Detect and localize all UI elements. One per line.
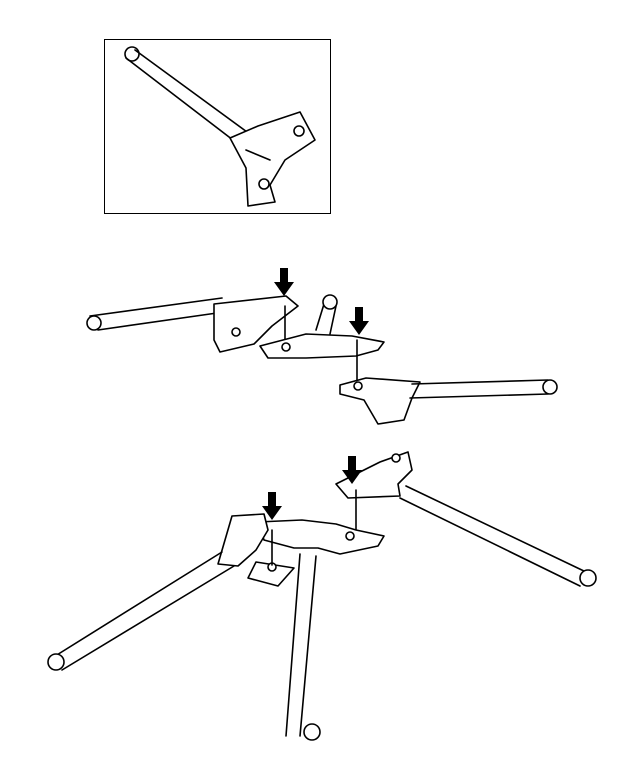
part-detail-box (104, 39, 331, 214)
lower-assembly-illustration (47, 451, 597, 741)
upper-assembly-illustration (86, 268, 558, 425)
leg-part-illustration (124, 46, 316, 207)
